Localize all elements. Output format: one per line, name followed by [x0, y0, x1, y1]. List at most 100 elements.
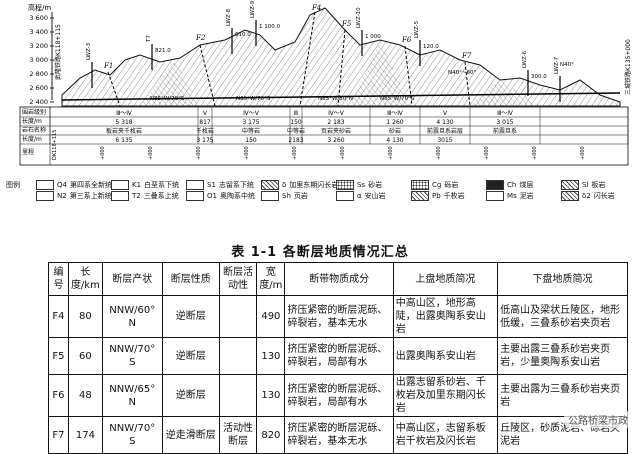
- cell-length: 80: [67, 295, 103, 338]
- borehole-depth-label: 300.0: [531, 74, 547, 80]
- grade-length-cell: 5 318: [115, 119, 132, 126]
- legend-text: 第四系全新统: [69, 181, 112, 189]
- grade-length-cell: 3 175: [242, 119, 259, 126]
- legend-text: 志留系下统: [218, 181, 254, 189]
- legend-code: K1: [132, 181, 142, 189]
- borehole-group: [91, 20, 561, 102]
- legend-text: 砾岩: [444, 181, 459, 189]
- rock-grade-cell: Ⅴ: [443, 110, 448, 117]
- legend-text: 页岩: [293, 192, 308, 200]
- fault-label: F4: [311, 4, 321, 12]
- header-hanging-wall: 上盘地质简况: [392, 262, 499, 296]
- rock-length-cell: 2183: [288, 137, 303, 144]
- legend-code: O1: [207, 192, 217, 200]
- legend-swatch: [336, 191, 354, 201]
- rock-name-cell: 板岩夹千枚岩: [106, 127, 142, 135]
- fault-label: F5: [341, 20, 352, 28]
- cell-hanging-wall: 出露志留系砂岩、千枚岩及加里东期闪长岩: [392, 374, 499, 417]
- legend-swatch: [561, 191, 579, 201]
- legend-swatch: [261, 180, 279, 190]
- grade-length-cell: 2 183: [327, 119, 344, 126]
- legend-text: 泥岩: [519, 192, 534, 200]
- cell-id: F6: [48, 374, 69, 417]
- legend-code: T2: [132, 192, 141, 200]
- borehole-depth-label: 120.0: [423, 44, 439, 50]
- terrain-body: [61, 7, 621, 107]
- mileage-label: +000: [196, 146, 202, 160]
- borehole-label: LWZ-5: [414, 20, 420, 38]
- cell-foot-wall: 主要出露三叠系砂岩夹页岩，少量奥陶系安山岩: [497, 337, 628, 375]
- rock-length-cell: 4 130: [386, 137, 403, 144]
- mileage-label: +000: [292, 146, 298, 160]
- cell-material: 挤压紧密的断层泥砾、碎裂岩，基本无水: [284, 295, 394, 338]
- borehole-label: LWZ-7: [554, 56, 560, 74]
- fault-label: F6: [401, 36, 412, 44]
- rock-grade-cell: Ⅲ～Ⅳ: [116, 110, 132, 117]
- legend-swatch: [486, 180, 504, 190]
- grade-length-cell: 1 260: [386, 119, 403, 126]
- rock-name-cell: 中等岩: [242, 127, 260, 135]
- cell-nature: 逆断层: [161, 295, 220, 338]
- borehole-depth-label: 1 100.0: [259, 24, 280, 30]
- cell-activity: [218, 337, 258, 375]
- cell-id: F7: [48, 416, 69, 454]
- cell-nature: 逆断层: [161, 374, 220, 417]
- cell-nature: 逆走滑断层: [161, 416, 220, 454]
- left-side-label: 武隆铁路K118+115: [54, 24, 62, 80]
- legend-code: δ2: [582, 192, 591, 200]
- elevation-tick-label: 3 200: [29, 42, 48, 50]
- elevation-tick-label: 3 600: [29, 14, 48, 22]
- attitude-label: N65°W/70°S: [236, 96, 271, 102]
- legend-code: Pb: [432, 192, 441, 200]
- legend-text: 奥陶系中统: [219, 192, 255, 200]
- borehole-label: LWZ-6: [522, 50, 528, 68]
- rock-grade-cell: Ⅲ: [294, 110, 298, 117]
- legend-swatch: [411, 191, 429, 201]
- elevation-label: 高程/m: [28, 3, 51, 12]
- cell-hanging-wall: 中高山区，地形高陡，出露奥陶系安山岩: [392, 295, 499, 338]
- tunnel-line: [61, 92, 621, 101]
- cell-hanging-wall: 中高山区，志留系板岩千枚岩及闪长岩: [392, 416, 499, 454]
- rock-name-cell: 千枚岩: [196, 127, 214, 135]
- borehole-label: LWZ-9: [250, 0, 256, 18]
- legend-swatch: [186, 180, 204, 190]
- legend-code: Sh: [282, 192, 291, 200]
- cell-hanging-wall: 出露奥陶系安山岩: [392, 337, 499, 375]
- cell-attitude: NNW/60° N: [101, 295, 163, 338]
- mileage-label: +000: [244, 146, 250, 160]
- elevation-tick-label: 2 400: [29, 98, 48, 106]
- fault-label: F1: [103, 62, 113, 70]
- cell-width: 490: [256, 295, 286, 338]
- rock-length-cell: 6 135: [115, 137, 132, 144]
- borehole-label: T7: [146, 35, 152, 43]
- elevation-tick-label: 2 800: [29, 70, 48, 78]
- legend-swatch: [36, 180, 54, 190]
- rock-length-cell: 3015: [437, 137, 452, 144]
- cell-activity: [218, 295, 258, 338]
- cell-foot-wall: 低高山及梁状丘陵区，地形低缓，三叠系砂岩夹页岩: [497, 295, 628, 338]
- legend-swatch: [36, 191, 54, 201]
- header-id: 编号: [48, 262, 69, 296]
- mileage-label: +000: [340, 146, 346, 160]
- fault-lines: [107, 11, 471, 107]
- mileage-label: DK118+115: [52, 130, 58, 160]
- header-activity: 断层活动性: [218, 262, 258, 296]
- mileage-label: +000: [532, 146, 538, 160]
- cell-nature: 逆断层: [161, 337, 220, 375]
- elevation-tick-label: 3 000: [29, 56, 48, 64]
